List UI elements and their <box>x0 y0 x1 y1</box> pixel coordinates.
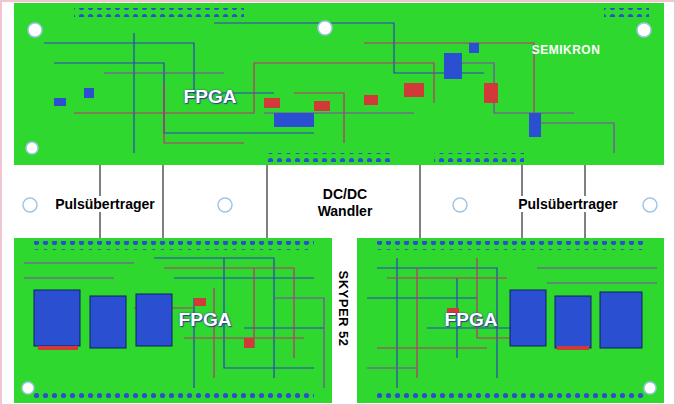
pcb-traces <box>357 238 664 403</box>
pcb-board: FPGA SEMIKRON <box>14 3 664 165</box>
component-label: Pulsübertrager <box>516 196 620 212</box>
product-name: SKYPER 52 <box>335 268 350 348</box>
brand-logo: SEMIKRON <box>532 43 601 57</box>
pcb-board: FPGA <box>357 238 664 403</box>
pcb-board: FPGA <box>14 238 332 403</box>
connection-line <box>267 165 268 238</box>
chip-label: FPGA <box>445 309 498 331</box>
pcb-traces <box>14 238 332 403</box>
connection-line <box>420 165 421 238</box>
chip-label: FPGA <box>184 86 237 108</box>
pcb-traces <box>14 3 664 165</box>
component-label: Pulsübertrager <box>53 196 157 212</box>
connection-line <box>163 165 164 238</box>
component-label: DC/DC Wandler <box>304 186 386 220</box>
chip-label: FPGA <box>179 309 232 331</box>
